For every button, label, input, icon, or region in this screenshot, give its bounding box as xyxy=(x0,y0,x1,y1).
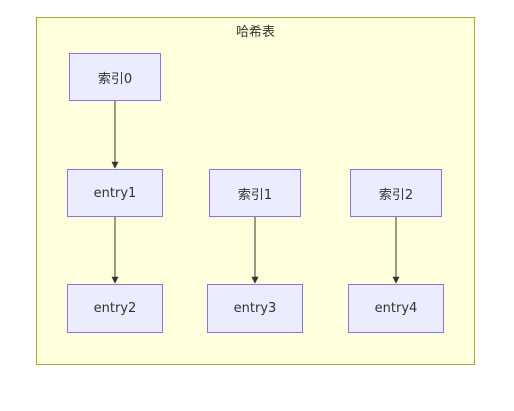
node-entry2: entry2 xyxy=(67,284,163,333)
node-entry4-label: entry4 xyxy=(374,301,418,316)
node-entry3: entry3 xyxy=(207,284,303,333)
cluster-title: 哈希表 xyxy=(235,25,275,40)
node-entry3-label: entry3 xyxy=(233,301,277,316)
node-entry4: entry4 xyxy=(348,284,444,333)
node-entry1-label: entry1 xyxy=(93,185,137,201)
node-index2-label: 索引2 xyxy=(378,187,414,203)
node-index1: 索引1 xyxy=(209,169,301,217)
node-entry2-label: entry2 xyxy=(93,301,137,316)
node-entry1: entry1 xyxy=(67,169,163,217)
node-index2: 索引2 xyxy=(350,169,442,217)
node-index1-label: 索引1 xyxy=(237,187,273,203)
node-index0-label: 索引0 xyxy=(97,71,133,87)
node-index0: 索引0 xyxy=(69,53,161,101)
